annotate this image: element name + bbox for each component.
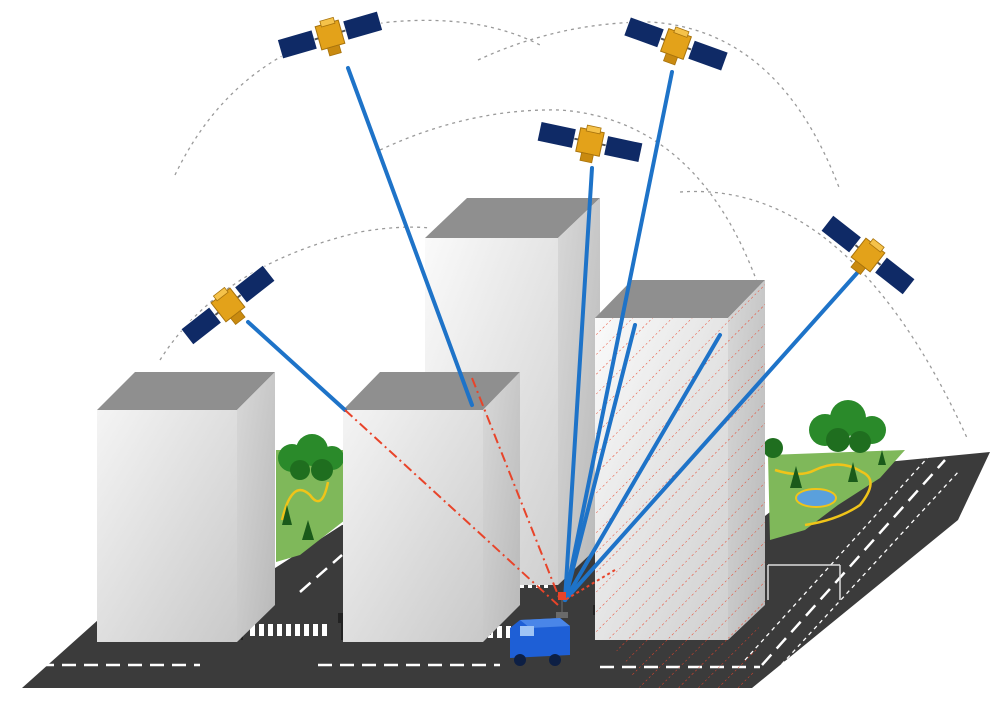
los-ray-sat-6: [246, 320, 347, 412]
reflected-signals: [563, 323, 722, 602]
orbit-arc: [159, 226, 431, 361]
nlos-signals: [344, 377, 616, 606]
building-right-hatched: [595, 280, 765, 640]
lane-edge-lines: [744, 454, 961, 689]
satellite-sat-3: [533, 114, 646, 174]
building-front-left: [97, 372, 275, 642]
los-signals: [246, 66, 860, 602]
satellite-sat-4: [619, 10, 732, 82]
multipath-region-road: [610, 615, 760, 688]
satellite-sat-2: [274, 4, 387, 70]
trees-right: [763, 400, 886, 488]
los-ray-sat-4: [563, 70, 674, 602]
multipath-reflection: [564, 569, 616, 601]
trees-left: [278, 434, 344, 540]
pond: [795, 488, 837, 508]
satellite-sat-5: [813, 209, 920, 304]
orbit-arc: [477, 21, 841, 191]
los-ray-sat-5: [563, 270, 860, 602]
park-right: [768, 450, 905, 540]
building-front-middle: [343, 372, 520, 642]
nlos-ray-sat-6: [344, 409, 559, 606]
park-left-path: [280, 481, 330, 521]
receiver-vehicle: [510, 592, 570, 666]
los-ray-sat-2: [346, 66, 474, 407]
los-ray-sat-3: [563, 166, 594, 602]
park-right-path: [774, 463, 872, 527]
